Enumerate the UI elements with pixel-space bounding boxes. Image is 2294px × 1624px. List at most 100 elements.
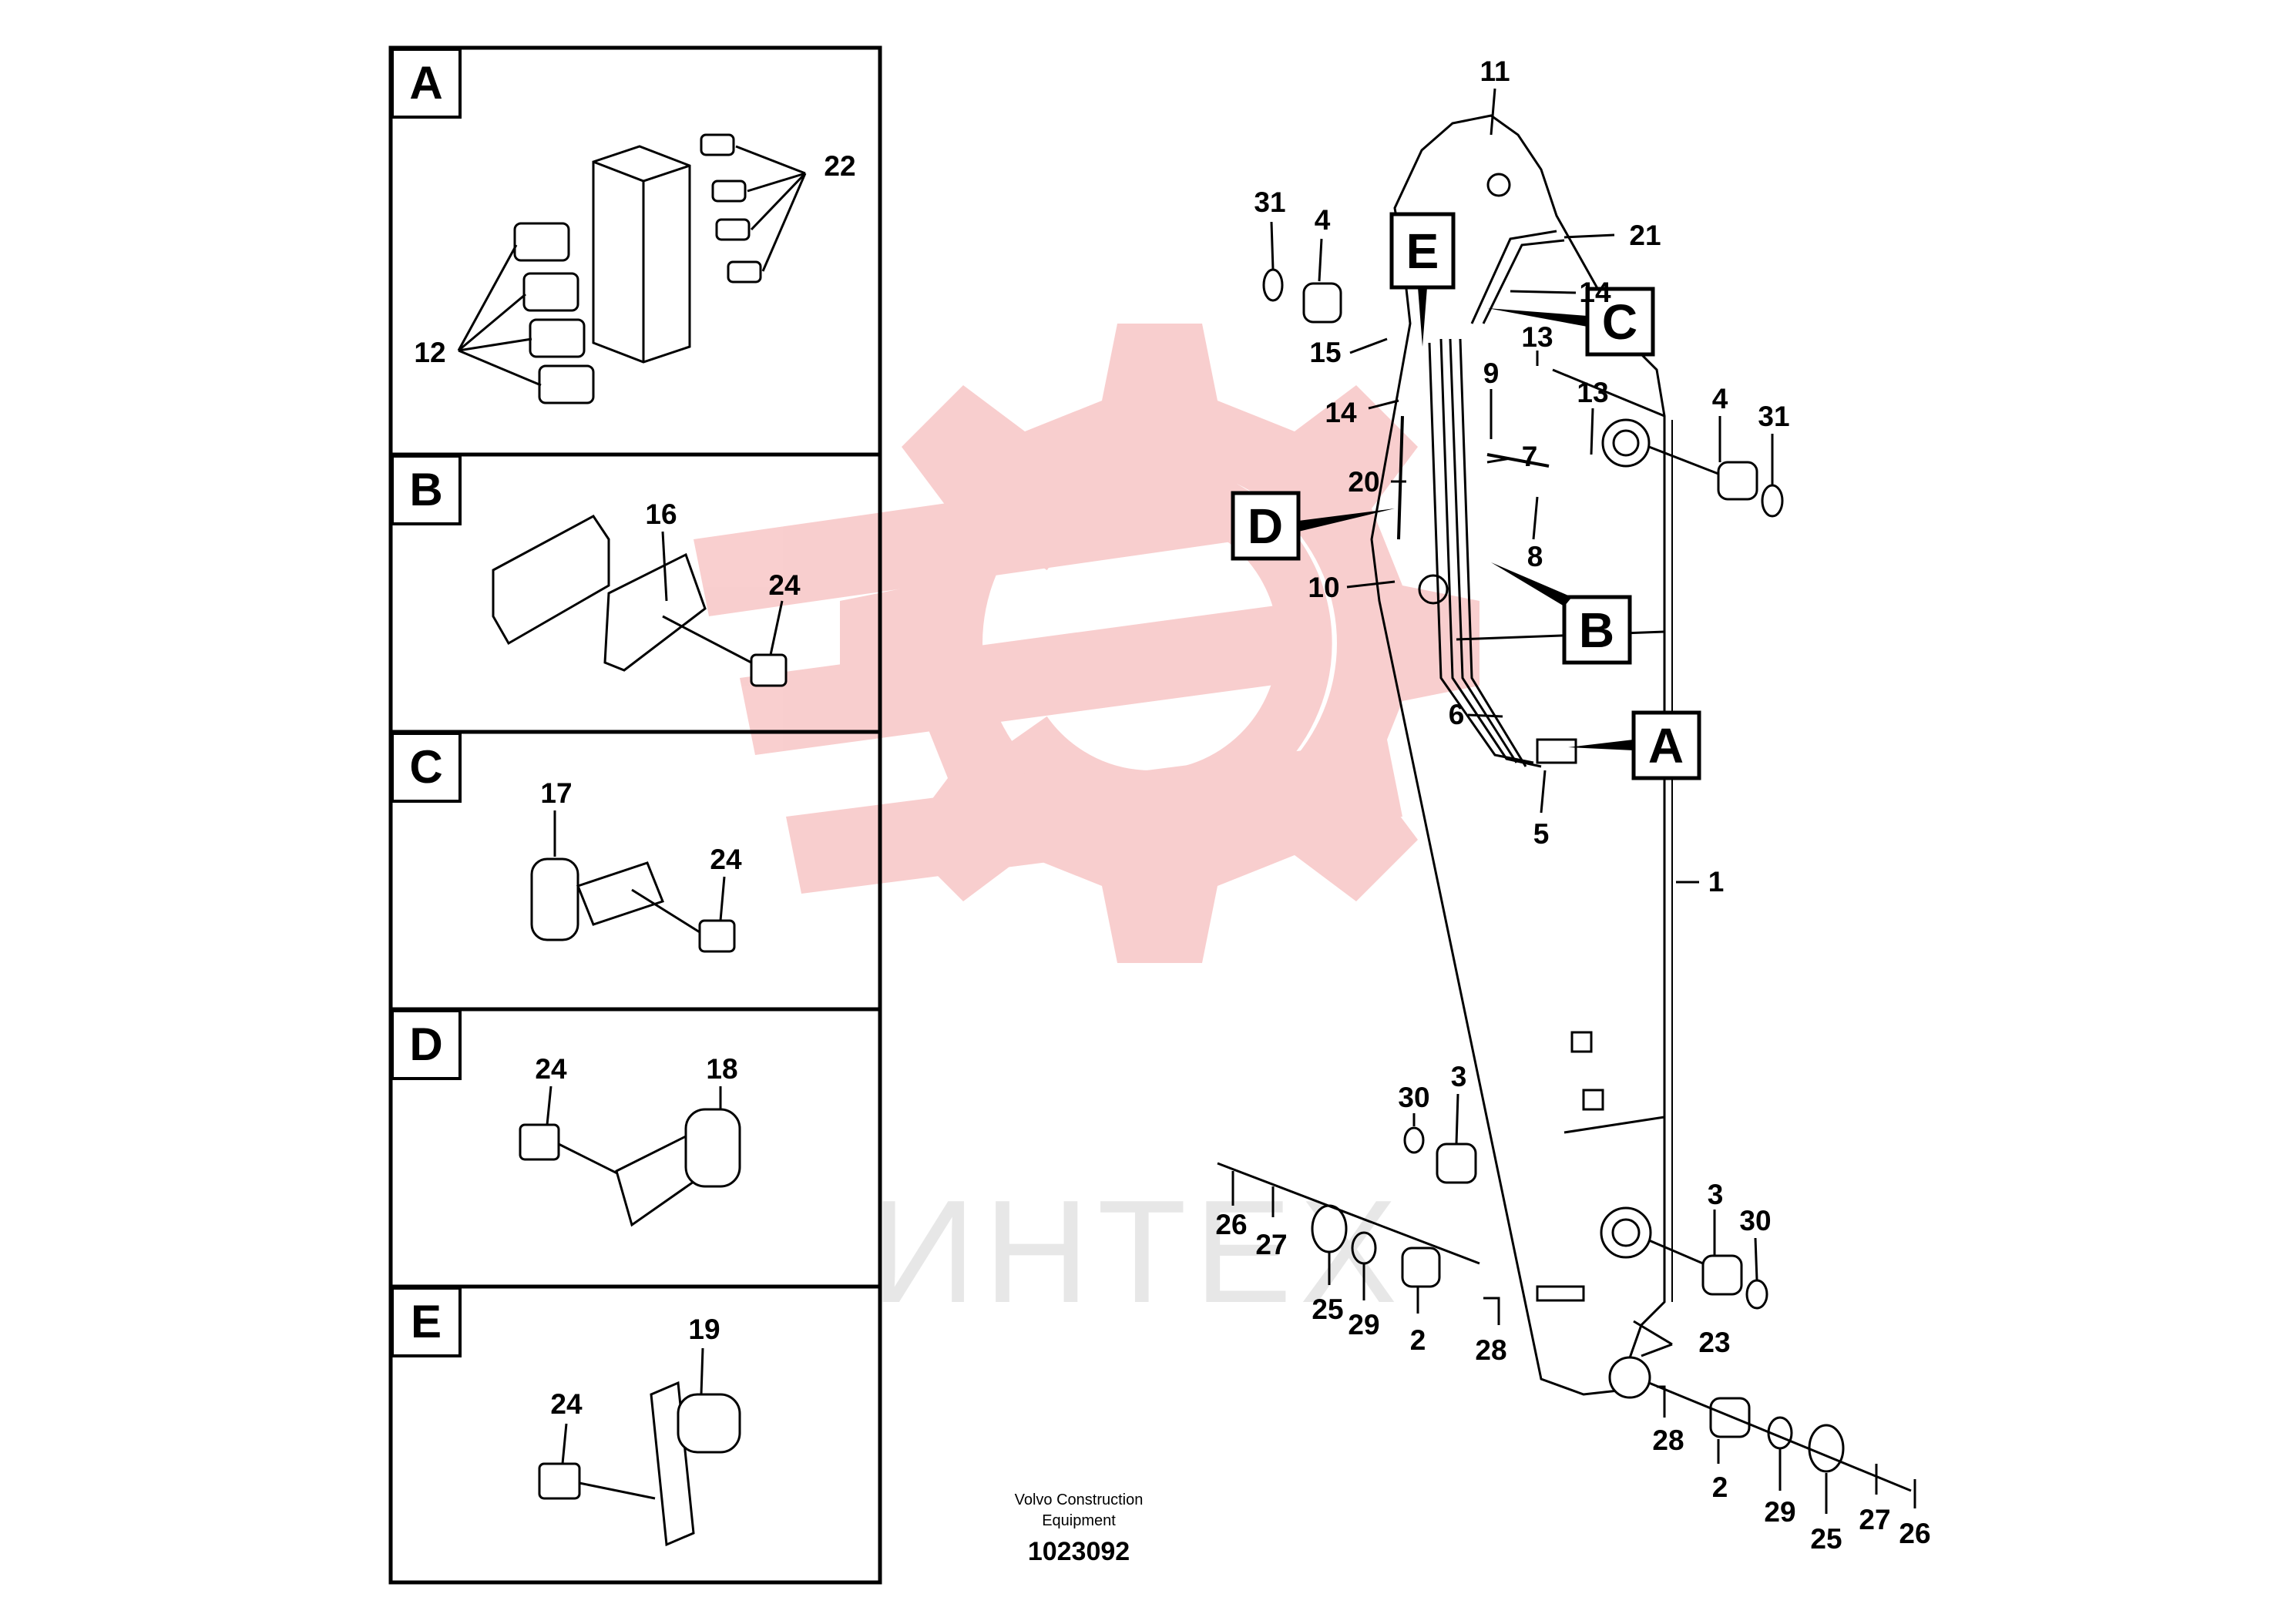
callout-31: 31 (1254, 186, 1285, 218)
view-marker-e: E (1389, 212, 1456, 347)
callout-21: 21 (1629, 220, 1661, 251)
plate (1536, 1285, 1585, 1302)
view-marker-c: C (1487, 287, 1655, 357)
bushing-4 (1717, 461, 1758, 501)
callout-4: 4 (1315, 204, 1331, 236)
lug (1582, 1089, 1604, 1111)
pin-axis (1648, 1381, 1912, 1492)
callout-25: 25 (1810, 1523, 1842, 1555)
hose (1449, 338, 1518, 763)
panel-d-label: D (391, 1009, 462, 1080)
bolt-24 (631, 888, 736, 953)
watermark-stripes (694, 462, 1402, 894)
pin-axis (1217, 1162, 1480, 1265)
callout-15: 15 (1309, 337, 1341, 368)
hose-20 (1397, 415, 1404, 540)
washer-31 (1262, 268, 1284, 302)
view-marker-b-letter: B (1579, 602, 1614, 658)
callout-29: 29 (1348, 1309, 1379, 1340)
fitting-22 (700, 133, 762, 284)
bushing-2 (1709, 1397, 1751, 1438)
hose (1459, 338, 1527, 767)
clamp-block (492, 515, 610, 646)
lug (1570, 1031, 1593, 1053)
pin-bore (1612, 429, 1640, 457)
boom-edge (1456, 630, 1665, 641)
callout-20: 20 (1348, 466, 1379, 498)
clamp-plate-16 (603, 552, 707, 672)
panel-a-label: A (391, 48, 462, 119)
callout-14: 14 (1325, 397, 1357, 428)
callout-9: 9 (1483, 357, 1500, 389)
callout-13: 13 (1521, 321, 1553, 353)
clip-17 (530, 857, 579, 941)
bushing-3 (1701, 1254, 1743, 1296)
bushing-3 (1436, 1143, 1477, 1184)
boom-outline (1370, 114, 1666, 1396)
pin-boss (1486, 173, 1511, 197)
callout-13: 13 (1577, 377, 1608, 408)
callout-5: 5 (1533, 818, 1550, 850)
pin-boss (1600, 1206, 1652, 1259)
washer-30 (1745, 1279, 1768, 1310)
panel-b-letter: B (409, 464, 442, 515)
panel-d-drawing: 24 18 (519, 1053, 741, 1227)
panel-a-letter: A (409, 57, 442, 109)
view-marker-a-letter: A (1648, 718, 1684, 773)
callout-31: 31 (1758, 401, 1789, 432)
shim-25 (1808, 1424, 1845, 1473)
detail-panels (388, 45, 882, 1585)
hose (1428, 342, 1534, 764)
callout-8: 8 (1527, 541, 1543, 572)
pin-axis (1648, 445, 1719, 475)
clip-18 (684, 1108, 741, 1188)
footer-company-line2: Equipment (1042, 1512, 1116, 1529)
panel-d-letter: D (409, 1018, 442, 1070)
callout-14: 14 (1579, 277, 1611, 308)
pin-bore (1611, 1218, 1641, 1247)
manifold-block (1536, 738, 1577, 764)
pin-axis (1648, 1239, 1704, 1265)
bushing-2 (1401, 1247, 1441, 1288)
callout-30: 30 (1398, 1082, 1429, 1113)
label-24: 24 (550, 1388, 583, 1420)
callout-26: 26 (1899, 1518, 1930, 1549)
label-18: 18 (706, 1053, 737, 1085)
view-marker-b: B (1491, 562, 1632, 665)
hose-21 (1482, 239, 1565, 324)
panel-e-letter: E (411, 1296, 442, 1347)
boom-edge (1552, 368, 1665, 418)
view-marker-a: A (1568, 710, 1701, 780)
pin-boss (1601, 418, 1651, 468)
panel-c-label: C (391, 732, 462, 803)
bolt-24 (519, 1123, 629, 1180)
label-24: 24 (710, 844, 742, 875)
pin-boss (1608, 1356, 1651, 1399)
callout-11: 11 (1480, 55, 1510, 87)
bushing-4 (1302, 282, 1342, 324)
callout-27: 27 (1255, 1229, 1287, 1260)
figure-number: 1023092 (1028, 1537, 1130, 1566)
callout-3: 3 (1708, 1179, 1724, 1210)
callout-23: 23 (1698, 1327, 1730, 1358)
callout-10: 10 (1308, 572, 1339, 603)
fitting-12 (513, 222, 595, 404)
callout-30: 30 (1739, 1205, 1771, 1236)
callout-28: 28 (1652, 1424, 1684, 1456)
callout-28: 28 (1475, 1334, 1506, 1366)
label-24: 24 (535, 1053, 567, 1085)
callouts: 11 31 4 21 14 15 13 9 13 4 31 14 20 7 8 … (1215, 55, 1930, 1555)
callout-26: 26 (1215, 1209, 1247, 1240)
panel-a-drawing: 22 12 (414, 133, 856, 404)
callout-27: 27 (1859, 1504, 1890, 1535)
callout-1: 1 (1708, 866, 1725, 898)
callout-6: 6 (1449, 699, 1465, 730)
view-marker-d: D (1231, 491, 1395, 561)
clip-19 (677, 1393, 741, 1454)
shim-25 (1311, 1204, 1348, 1253)
footer: Volvo Construction Equipment 1023092 (1015, 1491, 1144, 1566)
washer-30 (1403, 1126, 1425, 1154)
panel-letter-boxes: A B C D E (391, 48, 462, 1357)
pipe-8 (1486, 453, 1550, 468)
